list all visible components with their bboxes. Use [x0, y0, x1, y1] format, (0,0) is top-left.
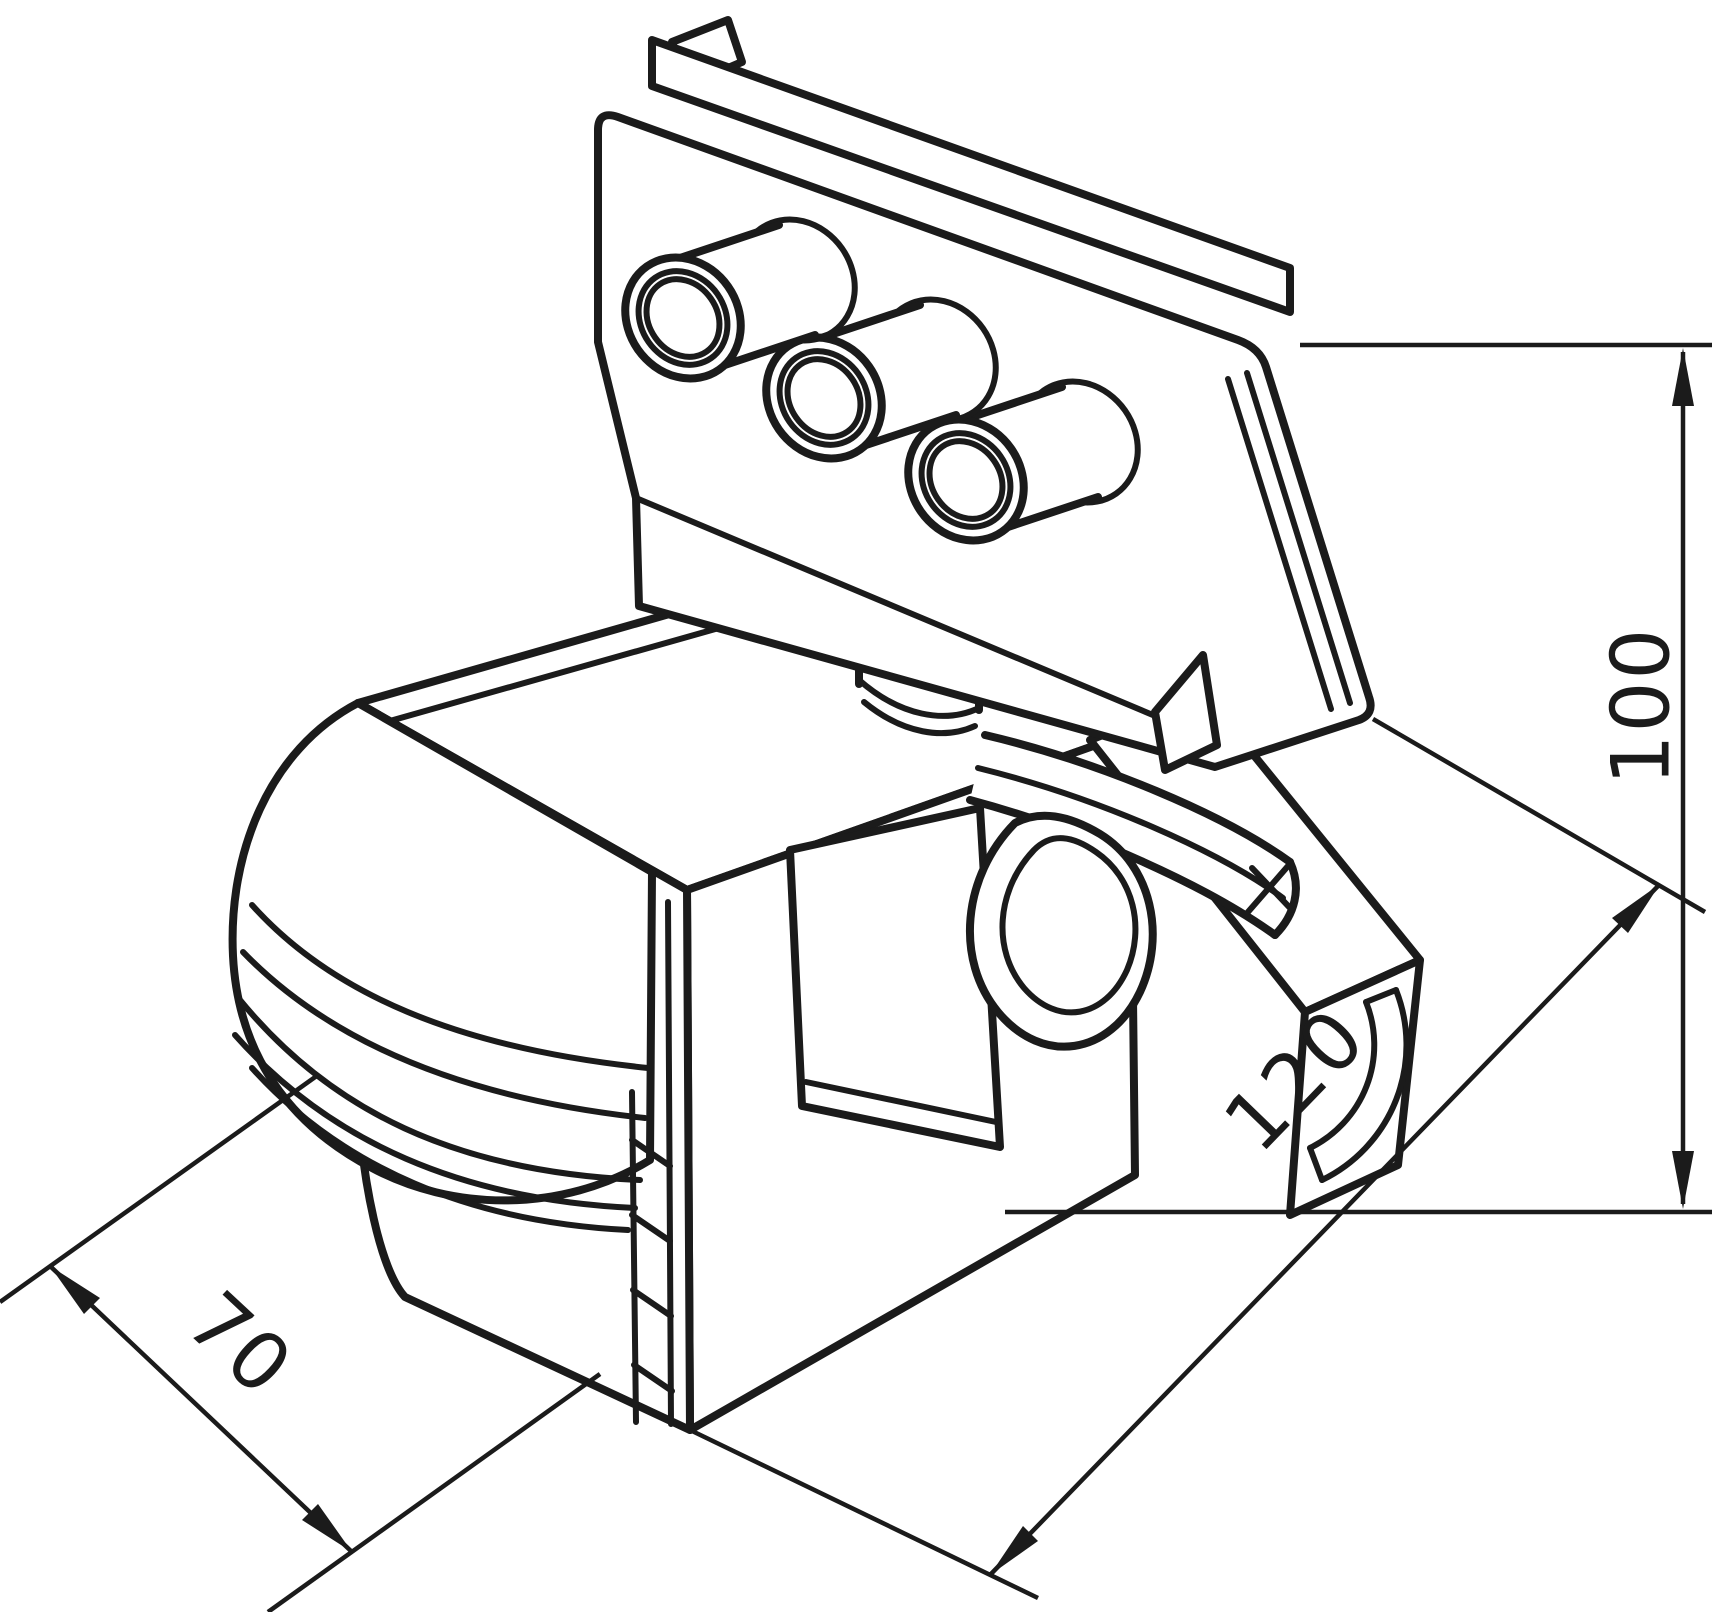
dimension-line-width	[48, 1264, 354, 1554]
lens-fresnel-rings	[232, 997, 643, 1233]
pivot-knuckle	[966, 731, 1300, 939]
arrowhead-down	[1672, 1151, 1694, 1209]
dimension-label-width: 70	[170, 1274, 311, 1414]
head-rim-line-2	[1225, 376, 1334, 712]
arrowhead-up	[1672, 348, 1694, 406]
bracket-curved-slot	[1307, 987, 1410, 1183]
extension-line-ne	[1371, 717, 1707, 914]
lens-step-band-2	[240, 949, 648, 1121]
dimension-line-depth	[988, 882, 1662, 1577]
head-rim-line-1	[1244, 370, 1353, 706]
head-lower-strip	[633, 495, 1163, 721]
bracket-foot-plate	[786, 804, 1004, 1151]
dimension-height-100: 100	[1005, 342, 1712, 1215]
lens-step-band	[249, 902, 651, 1071]
extension-line-sw	[689, 1427, 1039, 1601]
lamp-3	[904, 378, 1141, 545]
bracket-foot-edge	[803, 1079, 999, 1125]
arrowhead-se	[302, 1504, 352, 1552]
extension-line-nw	[0, 1073, 320, 1304]
dimension-label-height: 100	[1595, 627, 1688, 786]
arrowhead-sw	[990, 1526, 1038, 1575]
bracket-loop	[965, 811, 1157, 1051]
head-clamp-tab	[1151, 651, 1221, 774]
arrowhead-ne	[1612, 884, 1660, 933]
vent-slots	[629, 1089, 675, 1425]
lamp-2	[762, 296, 999, 463]
arrowhead-nw	[50, 1266, 100, 1314]
floodlight-head	[594, 16, 1375, 774]
knuckle-screw-cross	[1245, 863, 1295, 915]
head-back-flange	[648, 36, 1294, 316]
lamp-1	[621, 216, 858, 383]
extension-line-se	[266, 1372, 602, 1612]
bracket-slot-plate	[1286, 956, 1424, 1219]
